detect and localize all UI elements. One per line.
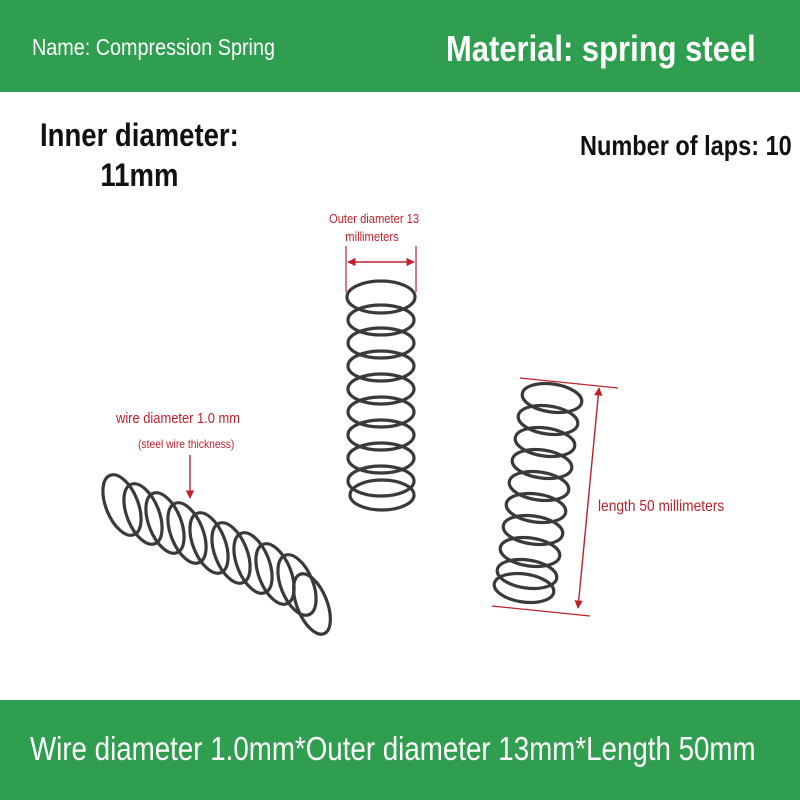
- number-of-laps-label: Number of laps: 10: [580, 130, 792, 161]
- inner-diameter-value: 11mm: [100, 157, 179, 193]
- product-name-label: Name: Compression Spring: [32, 34, 275, 60]
- material-label: Material: spring steel: [446, 28, 756, 69]
- outer-diameter-line1: Outer diameter 13: [329, 211, 420, 226]
- tilted-spring: [492, 381, 584, 605]
- outer-diameter-dimension: [345, 246, 417, 292]
- inner-diameter-label: Inner diameter: 11mm: [40, 115, 239, 195]
- outer-diameter-annotation: Outer diameter 13 millimeters: [329, 210, 420, 246]
- wire-diameter-annotation: wire diameter 1.0 mm: [116, 410, 241, 427]
- outer-diameter-line2: millimeters: [345, 229, 399, 244]
- wire-thickness-note: (steel wire thickness): [138, 437, 235, 451]
- header-band: [0, 0, 800, 92]
- inner-diameter-title: Inner diameter:: [40, 117, 239, 153]
- vertical-spring: [345, 279, 417, 512]
- length-dimension: [491, 377, 619, 617]
- specification-summary: Wire diameter 1.0mm*Outer diameter 13mm*…: [30, 730, 756, 767]
- length-annotation: length 50 millimeters: [598, 498, 725, 515]
- horizontal-spring: [101, 473, 332, 636]
- footer-band: [0, 700, 800, 800]
